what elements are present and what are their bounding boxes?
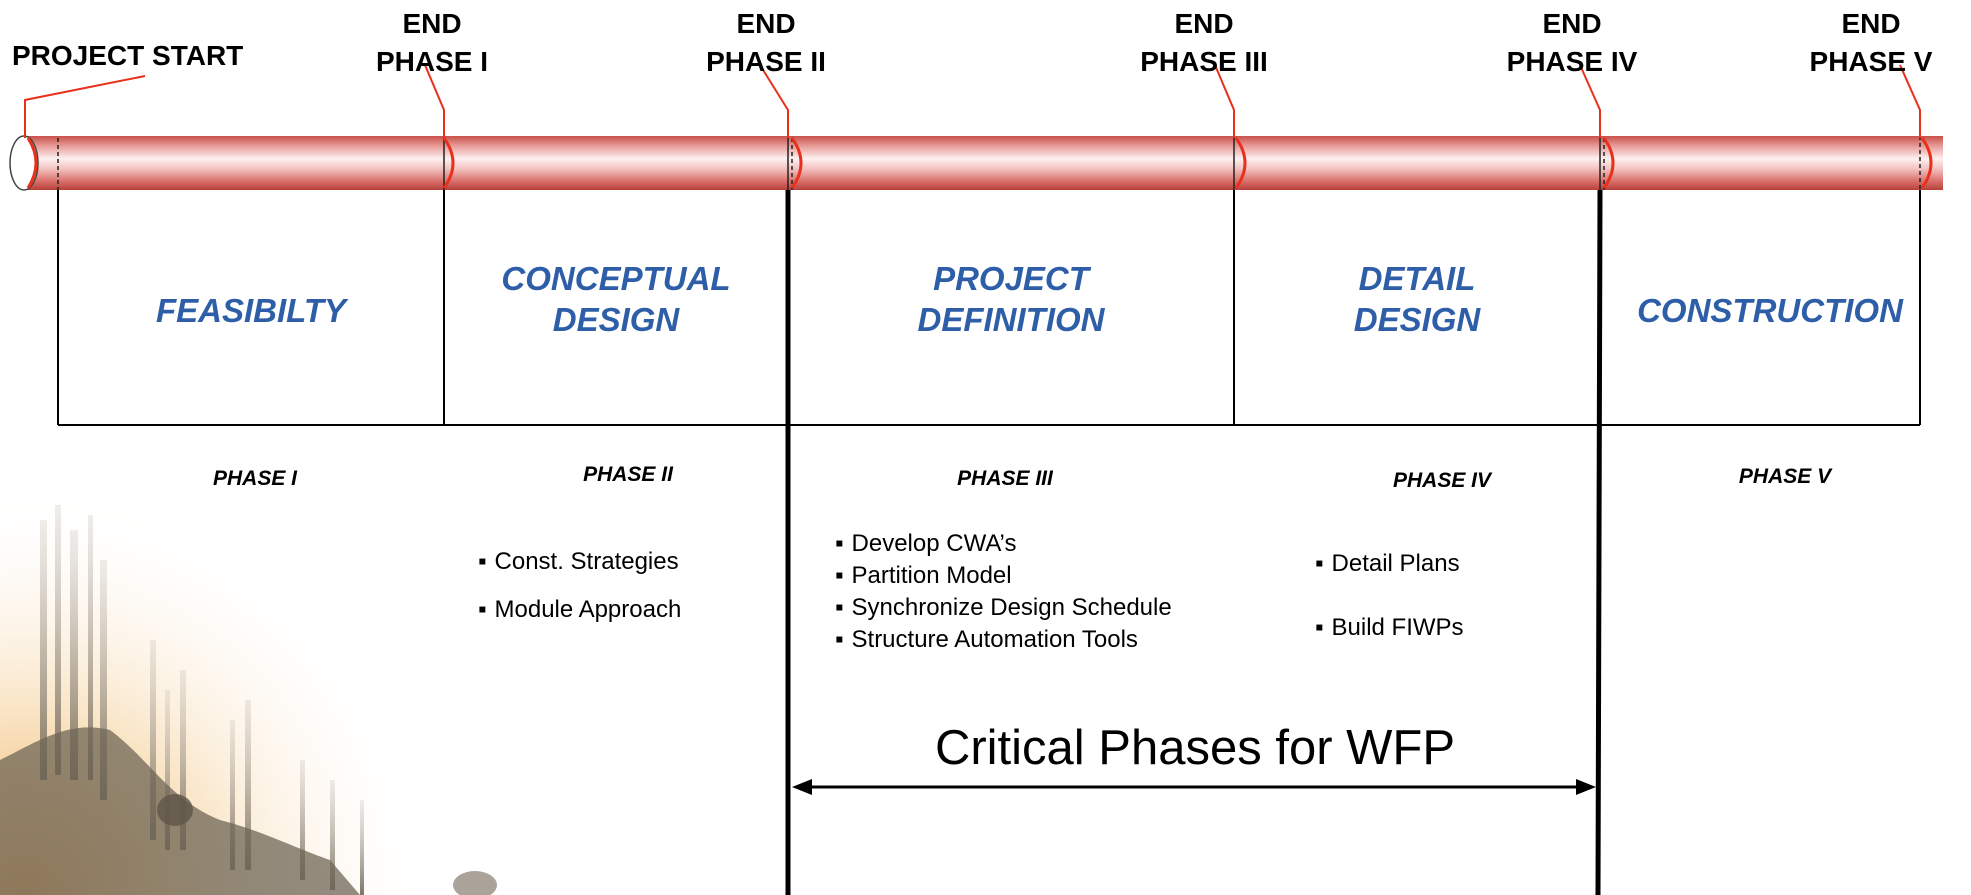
callout-lines (24, 64, 1921, 138)
phase-title-line2: DESIGN (1353, 301, 1481, 338)
list-item: Structure Automation Tools (835, 624, 1172, 656)
phase-title-line1: CONSTRUCTION (1637, 292, 1903, 329)
milestone-line2: PHASE IV (1506, 46, 1638, 77)
critical-phases-label: Critical Phases for WFP (934, 721, 1456, 775)
phase-boxes (57, 190, 1921, 426)
milestone-end-phase-1: END PHASE I (322, 5, 542, 81)
milestone-line2: PHASE II (706, 46, 826, 77)
phase-title-project-definition: PROJECT DEFINITION (788, 258, 1234, 340)
phase-title-line2: DESIGN (552, 301, 680, 338)
list-item: Detail Plans (1315, 532, 1464, 596)
milestone-line2: PHASE III (1140, 46, 1268, 77)
pipe-joint-3 (1233, 136, 1247, 190)
pipe-joint-1 (442, 136, 455, 190)
phase-title-feasibility: FEASIBILTY (58, 290, 444, 331)
milestone-end-phase-5: END PHASE V (1776, 5, 1966, 81)
milestone-line2: PHASE I (375, 46, 489, 77)
pipe-joint-5 (1919, 136, 1933, 190)
phase-label-4: PHASE IV (1392, 469, 1492, 492)
milestone-line1: END (1841, 8, 1901, 39)
phase-title-detail-design: DETAIL DESIGN (1234, 258, 1600, 340)
critical-double-arrow (792, 779, 1596, 795)
phase-2-items: Const. Strategies Module Approach (478, 538, 682, 634)
milestone-line1: END (736, 8, 796, 39)
phase-title-construction: CONSTRUCTION (1600, 290, 1940, 331)
pipe-joints (442, 136, 1933, 190)
project-start-label: PROJECT START (12, 40, 244, 71)
phase-title-line1: FEASIBILTY (155, 292, 347, 329)
timeline-pipe (9, 135, 1943, 191)
phase-label-2: PHASE II (583, 463, 673, 486)
phase-label-5: PHASE V (1738, 465, 1832, 488)
phase-title-line1: CONCEPTUAL (501, 260, 731, 297)
milestone-end-phase-4: END PHASE IV (1462, 5, 1682, 81)
list-item: Build FIWPs (1315, 596, 1464, 660)
list-item: Module Approach (478, 586, 682, 634)
list-item: Const. Strategies (478, 538, 681, 586)
phase-title-conceptual-design: CONCEPTUAL DESIGN (444, 258, 788, 340)
phase-4-items: Detail Plans Build FIWPs (1315, 532, 1464, 660)
phase-title-line1: PROJECT (933, 260, 1089, 297)
milestone-line1: END (1174, 8, 1234, 39)
list-item: Partition Model (835, 560, 1172, 592)
milestone-end-phase-2: END PHASE II (656, 5, 876, 81)
milestone-line2: PHASE V (1809, 46, 1933, 77)
phase-label-3: PHASE III (957, 467, 1053, 490)
phase-title-line2: DEFINITION (917, 301, 1105, 338)
phase-label-1: PHASE I (212, 467, 298, 490)
milestone-line1: END (1542, 8, 1602, 39)
pipe-joint-2 (787, 136, 803, 190)
background-photo (0, 439, 497, 895)
pipe-joint-4 (1599, 136, 1615, 190)
list-item: Develop CWA’s (835, 528, 1172, 560)
milestone-end-phase-3: END PHASE III (1094, 5, 1314, 81)
phase-title-line1: DETAIL (1358, 260, 1476, 297)
list-item: Synchronize Design Schedule (835, 592, 1172, 624)
phase-3-items: Develop CWA’s Partition Model Synchroniz… (835, 528, 1172, 656)
milestone-line1: END (402, 8, 462, 39)
critical-boundaries (785, 189, 1603, 895)
